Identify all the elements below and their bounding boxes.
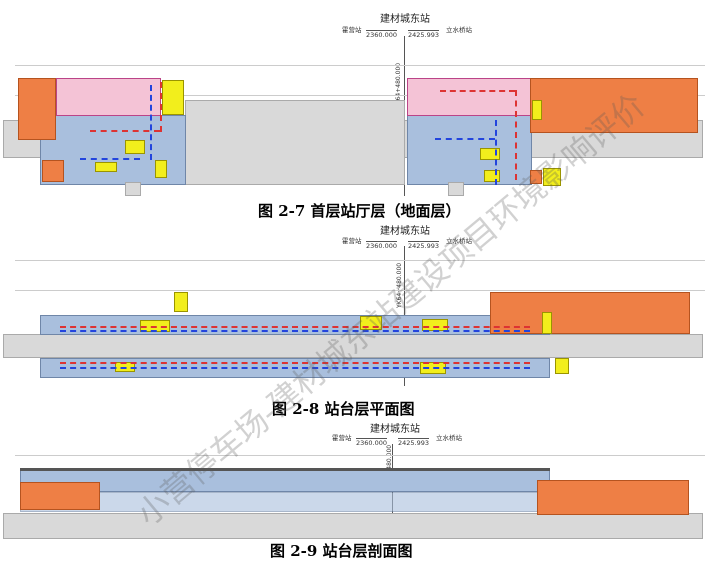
dimension-line [15,95,705,96]
track-area [185,100,405,185]
figure-2-9: 建材城东站 霍营站 2360.000 2425.993 立水桥站 YK64+48… [0,420,713,562]
escalator [484,170,500,182]
evacuation-route [60,326,530,328]
escalator [95,162,117,172]
stair [162,80,184,115]
dimension-line [15,65,705,66]
figure-2-7: 建材城东站 霍营站 2360.000 2425.993 立水桥站 YK64+48… [0,0,713,220]
escalator [125,140,145,154]
equipment-room [20,482,100,510]
track-area [3,334,703,358]
evacuation-route [160,82,162,132]
next-distance: 2425.993 [408,30,440,39]
roof [20,468,550,471]
prev-distance: 2360.000 [366,241,398,250]
figure-caption: 图 2-7 首层站厅层（地面层） [258,202,461,220]
evacuation-route [515,90,517,180]
station-title: 建材城东站 [370,424,420,435]
platform-area [40,315,550,335]
figure-2-8: 建材城东站 霍营站 2360.000 2425.993 立水桥站 YK64+48… [0,220,713,420]
next-station: 立水桥站 [436,434,462,442]
next-station: 立水桥站 [446,237,472,245]
evacuation-route [80,158,140,160]
equipment-room [42,160,64,182]
evacuation-route [60,362,530,364]
equipment-room [537,480,689,515]
next-distance: 2425.993 [408,241,440,250]
evacuation-route [60,367,530,369]
figure-caption: 图 2-8 站台层平面图 [272,400,415,418]
evacuation-route [440,90,515,92]
equipment-room [530,78,698,133]
equipment-room [18,78,56,140]
next-distance: 2425.993 [398,438,430,447]
evacuation-route [150,85,152,160]
next-station: 立水桥站 [446,26,472,34]
public-area [407,115,532,185]
prev-station: 霍营站 [342,237,362,245]
equipment-room [530,170,542,184]
stair [155,160,167,178]
stair [542,312,552,334]
management-room [407,78,532,116]
dimension-line [15,290,705,291]
station-title: 建材城东站 [380,226,430,237]
stair [174,292,188,312]
stair [532,100,542,120]
prev-station: 霍营站 [332,434,352,442]
prev-station: 霍营站 [342,26,362,34]
evacuation-route [435,138,495,140]
figure-caption: 图 2-9 站台层剖面图 [270,542,413,560]
stair [555,358,569,374]
ground [3,513,703,539]
prev-distance: 2360.000 [366,30,398,39]
chainage-label: YK64+480.000 [396,262,403,308]
station-title: 建材城东站 [380,14,430,25]
evacuation-route [90,130,160,132]
stair [543,168,561,186]
dimension-line [15,455,705,456]
dimension-line [15,260,705,261]
prev-distance: 2360.000 [356,438,388,447]
evacuation-route [495,120,497,185]
escalator [480,148,500,160]
entrance [125,182,141,196]
evacuation-route [60,330,530,332]
management-room [56,78,161,116]
entrance [448,182,464,196]
